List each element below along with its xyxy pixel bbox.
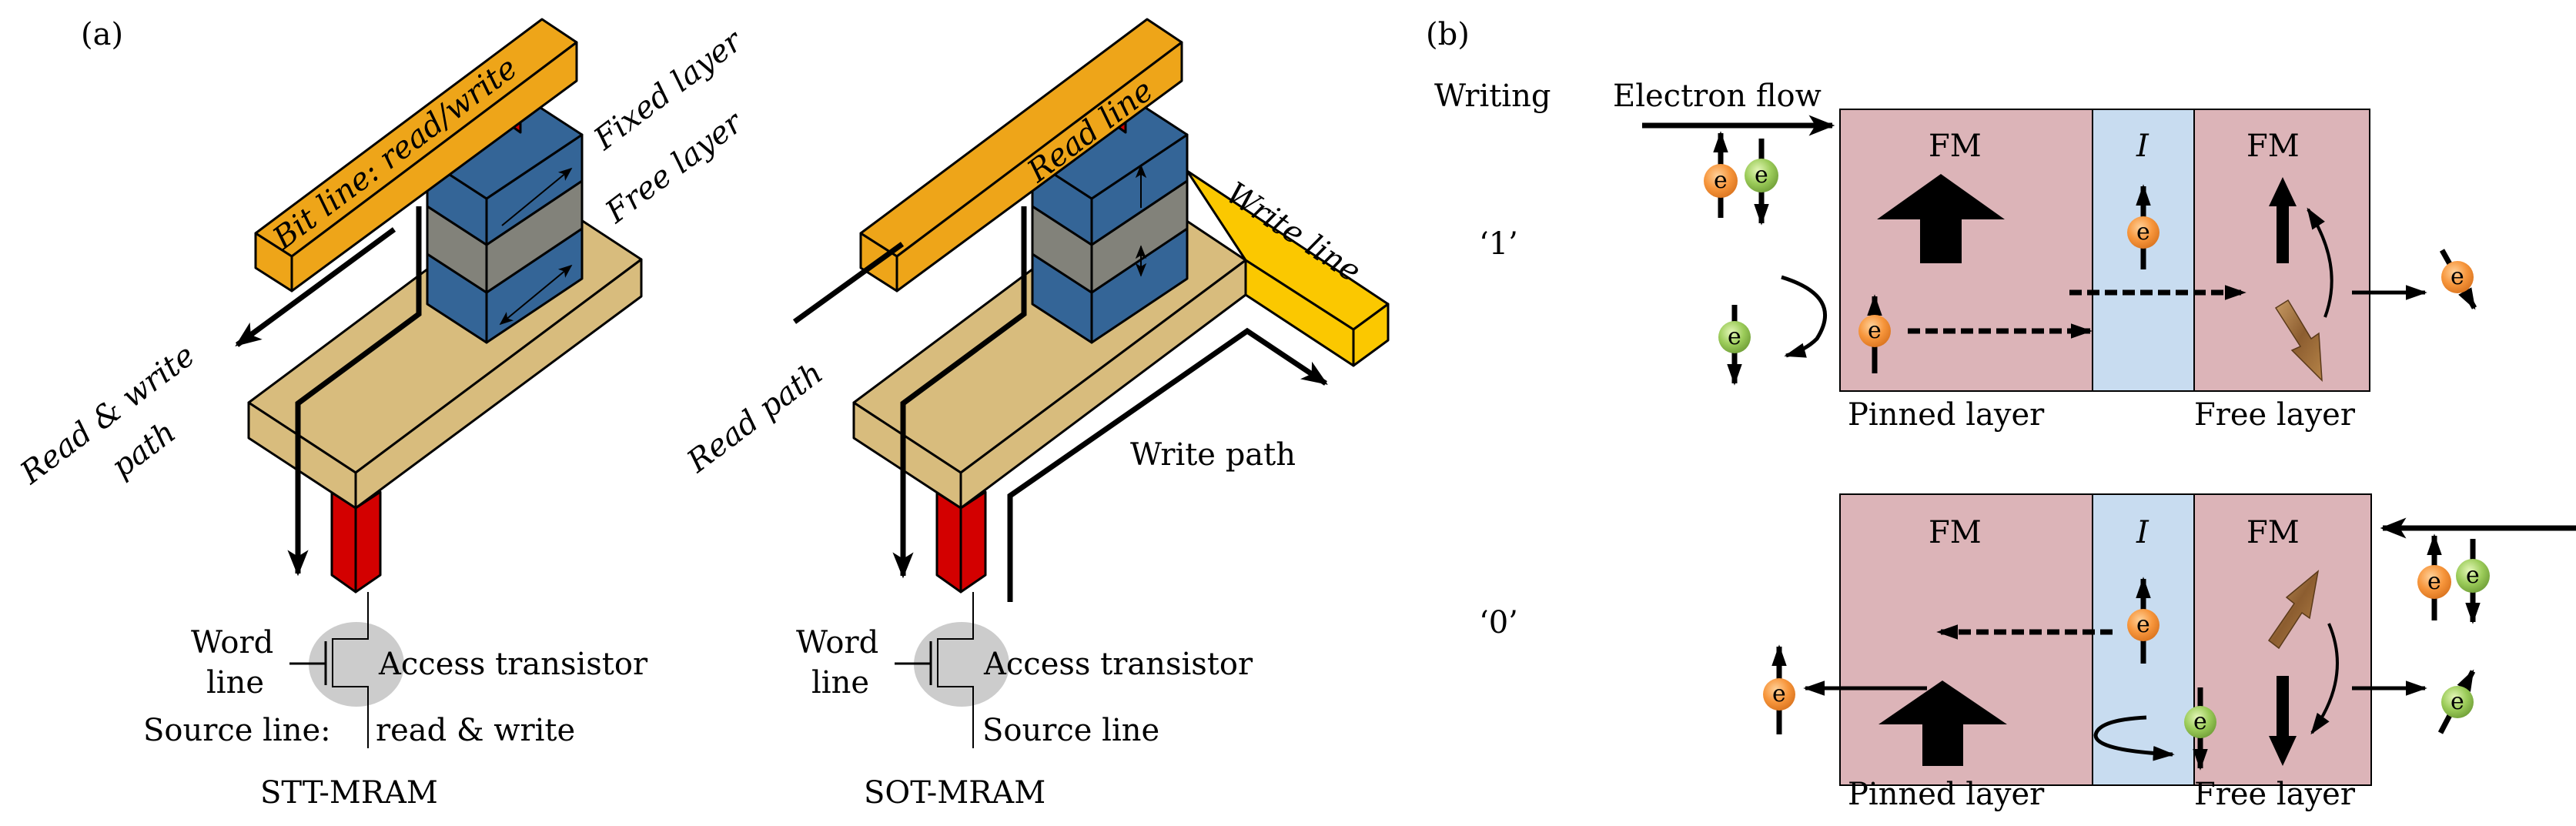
sot-via-pillar [935,490,987,594]
panel-a-label: (a) [81,17,123,52]
state-0-electron-insulator: e [2127,577,2159,664]
sot-word-line-label-2: line [811,665,869,701]
state-0-pinned-magnetization-icon [1878,681,2007,766]
state-0-incoming-electron-down: e [2456,539,2490,624]
svg-text:e: e [2136,219,2150,246]
stt-transistor-label: Access transistor [378,647,648,682]
svg-text:e: e [1772,681,1786,707]
state-1-free-switching-arrow-icon [2274,299,2323,382]
electron-flow-label: Electron flow [1613,79,1822,114]
state-1-junction: ‘1’ FM I FM Pinned layer Free layer e e [1479,109,2477,433]
state-0-free-switching-arrow-icon [2267,570,2320,650]
sot-caption: SOT-MRAM [864,775,1045,811]
sot-write-line-end [1352,303,1390,367]
svg-text:e: e [2427,568,2441,595]
state-1-free-caption: Free layer [2194,397,2356,433]
state-1-pinned-caption: Pinned layer [1848,397,2045,433]
svg-text:e: e [2451,688,2464,715]
sot-read-path-in [792,242,905,324]
state-1-incoming-electron-up: e [1704,131,1738,218]
stt-fixed-magnetization-icon [501,167,573,226]
sot-word-line-label-1: Word [796,625,878,660]
state-0-pinned-fm [1839,493,2093,786]
panel-b-label: (b) [1426,17,1470,52]
sot-access-transistor: Word line Access transistor Source line [796,592,1253,748]
sot-write-path-arrow [1007,327,1328,602]
state-0-electron-reflected: e [2184,687,2216,771]
stt-word-line-label-1: Word [191,625,273,660]
state-0-free-caption: Free layer [2194,777,2356,812]
stt-read-write-out-arrow [235,227,396,347]
svg-text:e: e [1728,323,1741,350]
sot-transistor-label: Access transistor [983,647,1253,682]
state-0-junction: ‘0’ FM I FM Pinned layer Free layer e e [1479,493,2476,812]
stt-source-line-suffix: read & write [376,713,575,748]
state-1-pinned-magnetization-icon [1877,174,2005,263]
stt-word-line-label-2: line [206,665,264,701]
state-1-rotation-arrow-icon [2307,207,2333,318]
stt-free-magnetization-icon [499,264,573,326]
stt-caption: STT-MRAM [260,775,438,811]
state-0-free-magnetization-icon [2269,676,2297,766]
stt-read-write-path-arrow [287,206,422,577]
sot-read-path-label: Read path [681,356,830,480]
svg-text:e: e [2451,263,2464,290]
state-0-incoming-electron-up: e [2417,533,2451,620]
state-1-left-fm-label: FM [1929,129,1982,164]
state-0-electron-out-left: e [1763,644,1795,734]
svg-text:e: e [2193,708,2207,735]
writing-label: Writing [1434,79,1551,114]
state-1-electron-out: e [2439,249,2477,310]
state-0-electron-out-right: e [2437,669,2476,734]
state-1-reflected-electron: e [1718,305,1751,386]
state-1-electron-pinned: e [1858,294,1891,373]
state-1-right-fm-label: FM [2246,129,2300,164]
state-0-label: ‘0’ [1479,605,1518,640]
state-1-reflected-arrow-icon [1781,275,1827,358]
state-0-right-fm-label: FM [2246,515,2300,550]
svg-text:e: e [2466,562,2480,589]
sot-device: Write line Read [681,18,1390,602]
state-1-free-magnetization-icon [2269,177,2297,263]
state-1-incoming-electron-down: e [1745,139,1778,226]
state-1-label: ‘1’ [1479,226,1518,262]
svg-text:e: e [2136,611,2150,638]
svg-text:e: e [1714,167,1728,194]
stt-source-line-label: Source line: [143,713,331,748]
state-0-left-fm-label: FM [1929,515,1982,550]
stt-bit-line-front [290,41,578,293]
svg-text:e: e [1755,162,1768,189]
sot-read-path-arrow [892,206,1027,579]
state-1-insulator-label: I [2136,129,2149,164]
stt-device: Bit line: read/write Fixed layer Free la… [14,18,751,594]
state-0-rotation-arrow-icon [2310,623,2339,735]
stt-via-pillar [330,490,382,594]
stt-path-label-line1: Read & write [14,338,202,492]
sot-write-path-label: Write path [1130,437,1296,473]
state-1-electron-insulator: e [2127,184,2159,269]
state-0-pinned-caption: Pinned layer [1848,777,2045,812]
stt-access-transistor: Word line Access transistor Source line:… [143,592,648,748]
sot-source-line-label: Source line [982,713,1159,748]
state-0-reflected-arrow-icon [2093,715,2175,761]
svg-text:e: e [1868,317,1882,344]
state-0-insulator-label: I [2136,515,2149,550]
